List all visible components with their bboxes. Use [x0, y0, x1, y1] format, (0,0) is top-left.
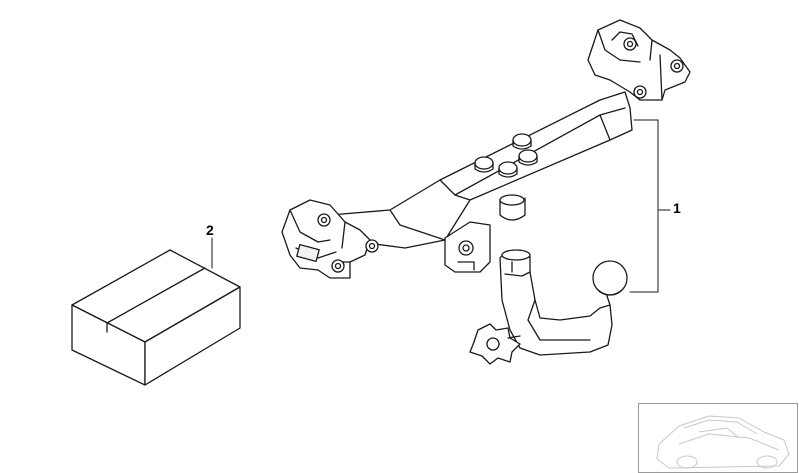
- left-mount-bracket: [281, 199, 379, 279]
- ball-neck: [469, 249, 628, 365]
- callout-number-2: 2: [206, 222, 214, 238]
- right-mount-bracket: [587, 19, 691, 101]
- vehicle-thumbnail-icon: [656, 415, 790, 469]
- callout-number-1: 1: [673, 200, 681, 216]
- bolt-caps: [474, 133, 538, 178]
- parts-box-icon: [71, 249, 241, 386]
- receiver-socket: [444, 194, 526, 273]
- vehicle-thumbnail: [638, 403, 798, 473]
- tow-hitch-assembly-icon: [281, 19, 691, 365]
- leader-bracket-1: [629, 119, 671, 293]
